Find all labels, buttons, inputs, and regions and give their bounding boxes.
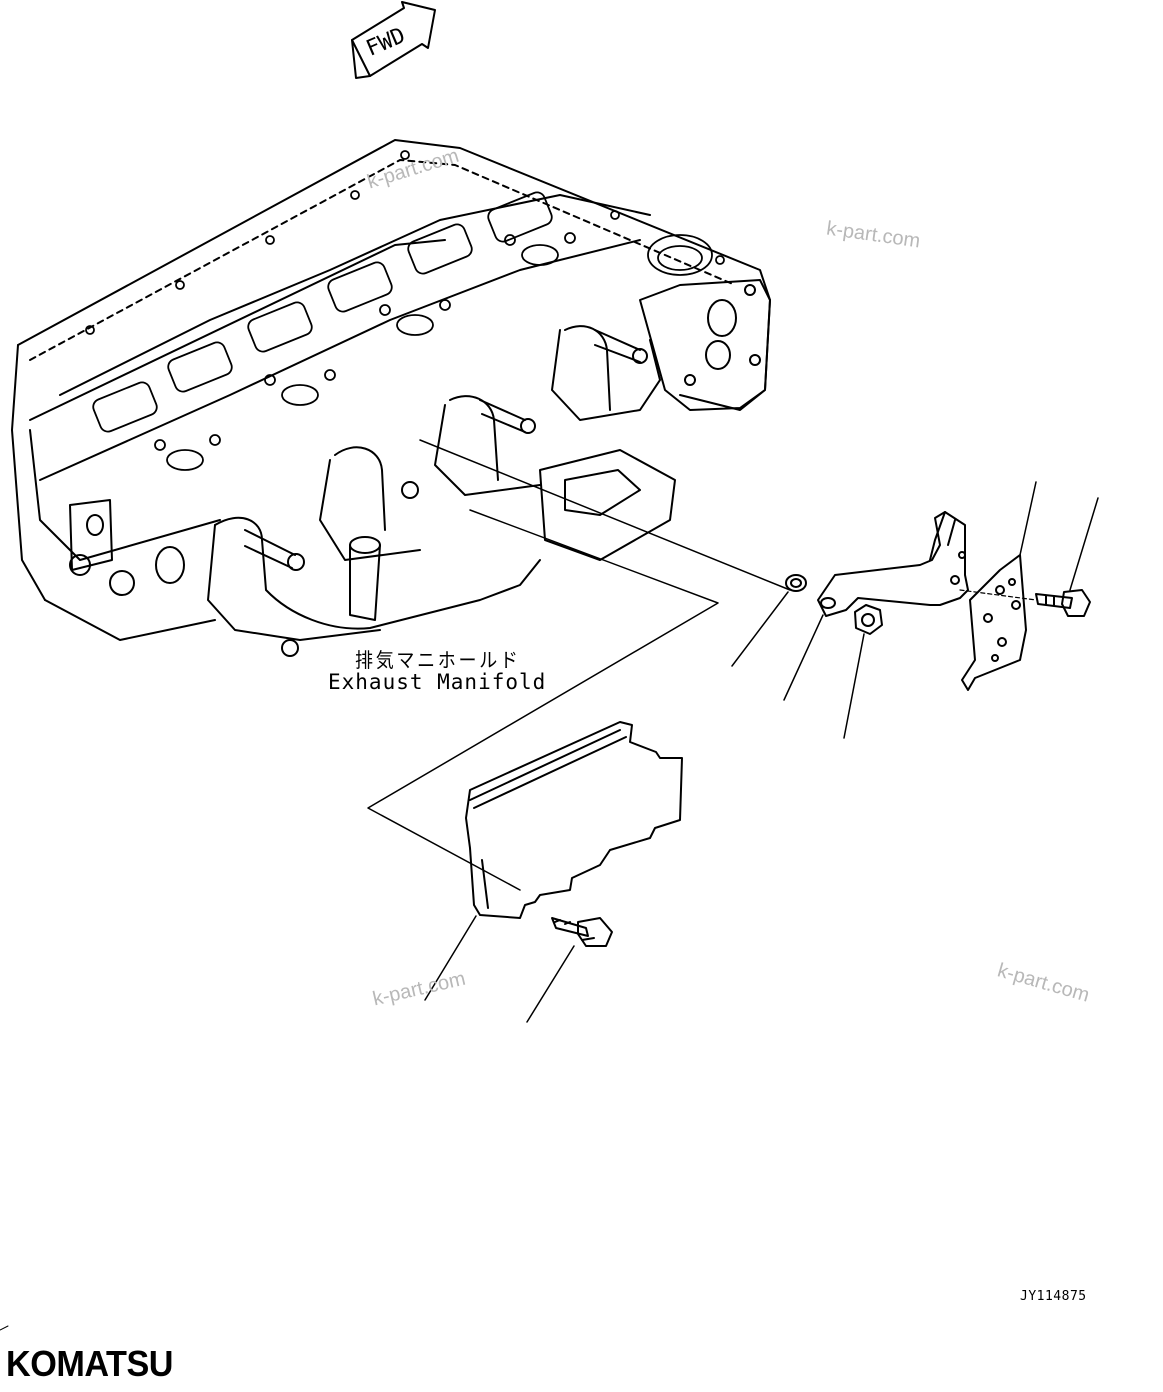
- nut-icon: [854, 604, 883, 635]
- bracket-bolt-icon: [1035, 589, 1091, 617]
- washer-icon: [785, 574, 807, 592]
- komatsu-logo: KOMATSU: [6, 1343, 174, 1384]
- fwd-arrow-icon: [351, 1, 436, 79]
- shield-cover-leader: [424, 915, 477, 1001]
- bracket-bolt-leader: [1069, 497, 1099, 591]
- shield-bolt-icon: [551, 917, 613, 947]
- manifold-label-japanese: 排気マニホールド: [355, 648, 521, 672]
- plate-leader: [1019, 481, 1037, 556]
- bracket-illustration: [817, 511, 969, 617]
- bracket-bolt-axis: [959, 589, 1037, 601]
- corner-mark: [0, 1325, 9, 1331]
- cylinder-head-illustration: [11, 139, 771, 641]
- bracket-leader: [783, 614, 824, 701]
- washer-leader: [731, 591, 789, 667]
- exhaust-manifold-illustration: [207, 325, 676, 657]
- plate-gasket-illustration: [961, 554, 1027, 691]
- drawing-number: JY114875: [1020, 1289, 1087, 1304]
- manifold-label-english: Exhaust Manifold: [328, 670, 547, 694]
- heat-shield-cover: [465, 721, 683, 919]
- reference-leader-lines: [367, 439, 791, 891]
- shield-bolt-leader: [526, 945, 575, 1023]
- nut-leader: [843, 633, 865, 739]
